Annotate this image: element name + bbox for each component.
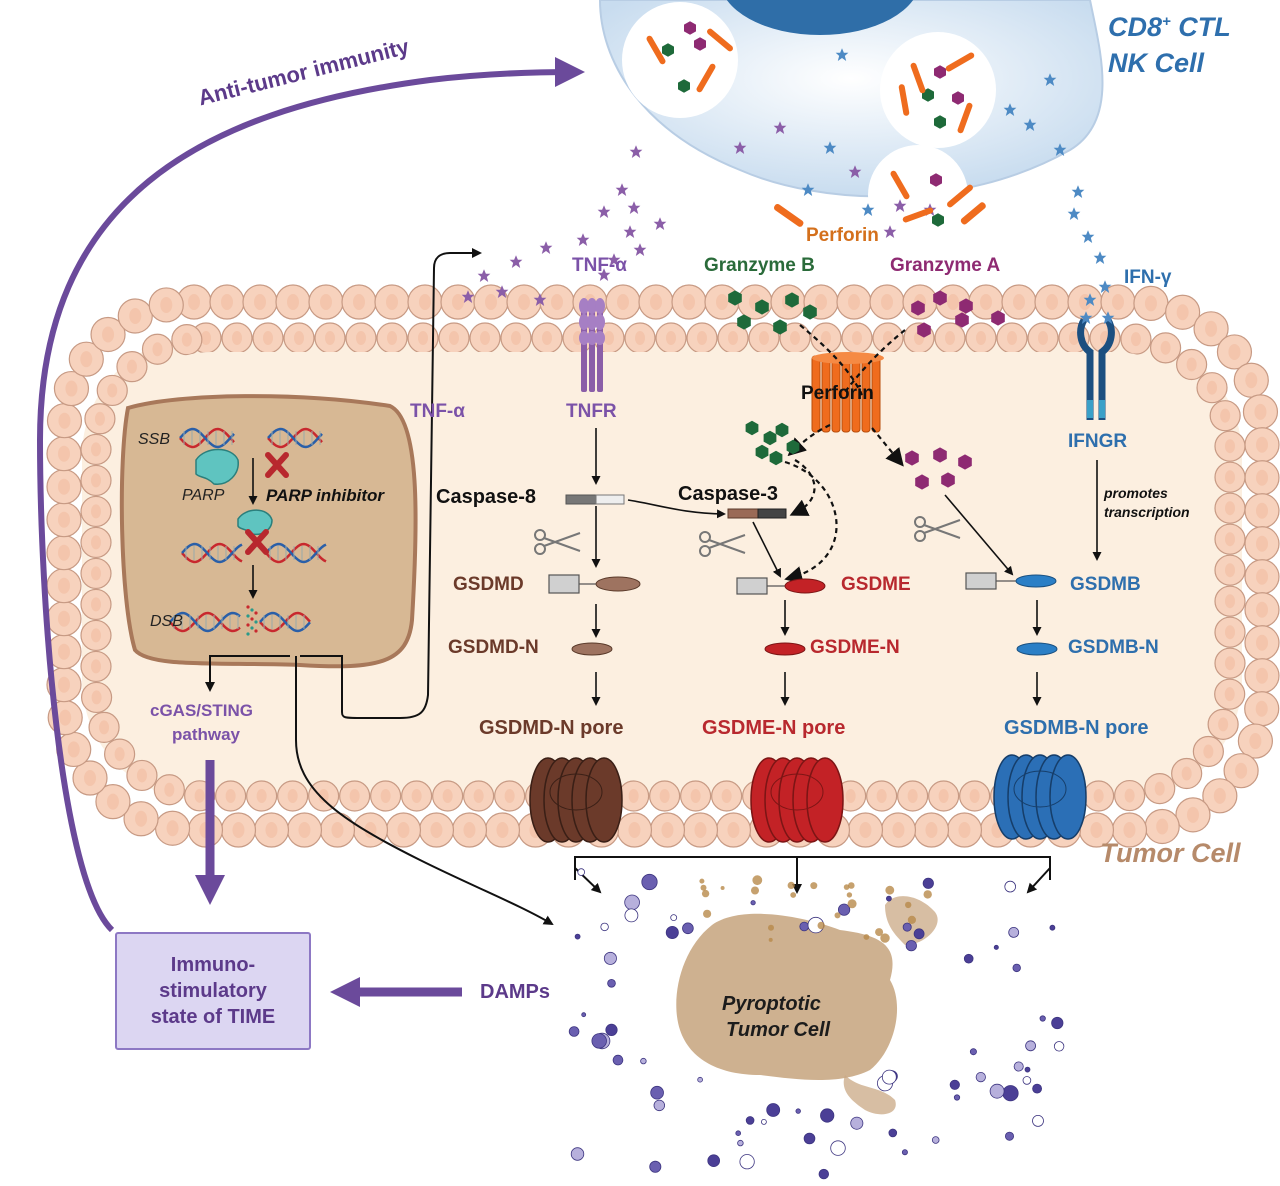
pyroptotic-cell xyxy=(676,913,898,1080)
damps-label: DAMPs xyxy=(480,981,551,1003)
granzyme-a-label: Granzyme A xyxy=(890,255,1001,276)
gsdmd-n-pore xyxy=(529,757,623,843)
gsdmb-n-pore xyxy=(993,754,1087,840)
immune-cell-label-line2: NK Cell xyxy=(1108,48,1205,78)
gsdmd-n-pore-label: GSDMD-N pore xyxy=(479,717,624,739)
arrow-nucleus-to-damps xyxy=(295,656,554,926)
tnf-alpha-top-label: TNF-α xyxy=(572,255,627,276)
arrow-granzymea-to-gsdmb xyxy=(944,494,1014,576)
perforin-rods xyxy=(773,202,986,227)
gsdme-n-pore-label: GSDME-N pore xyxy=(702,717,846,739)
gsdmd-n-label: GSDMD-N xyxy=(448,637,539,658)
dsb-label: DSB xyxy=(150,613,183,630)
immune-cell-label: CD8+ CTL xyxy=(1108,12,1231,42)
pyroptotic-bleb xyxy=(843,1075,896,1115)
immunostimulatory-label: Immuno- stimulatory state of TIME xyxy=(150,954,276,1028)
granzyme-b-label: Granzyme B xyxy=(704,255,815,276)
immune-cell xyxy=(598,0,1104,245)
ifn-gamma-label: IFN-γ xyxy=(1124,267,1172,288)
parp-label: PARP xyxy=(182,487,225,504)
caspase3-protein xyxy=(727,508,787,519)
tnfr-receptor xyxy=(579,298,605,392)
perforin-channel-label: Perforin xyxy=(801,383,874,404)
gsdme-protein xyxy=(736,577,826,595)
cgas-label-line1: cGAS/STING xyxy=(150,701,253,720)
gsdmb-n-label: GSDMB-N xyxy=(1068,637,1159,658)
gsdmd-protein xyxy=(548,574,641,594)
pyroptotic-label-line2: Tumor Cell xyxy=(726,1019,831,1041)
dashed-to-granzymea-inside xyxy=(871,427,904,467)
dna-strands xyxy=(169,427,327,636)
arrow-caspase8-to-caspase3 xyxy=(627,499,726,519)
caspase8-label: Caspase-8 xyxy=(436,486,537,508)
tnf-alpha-secreted-label: TNF-α xyxy=(410,401,465,422)
gsdmb-n-pore-label: GSDMB-N pore xyxy=(1004,717,1149,739)
cytokine-particles xyxy=(461,21,1115,490)
immune-cell-nucleus xyxy=(726,0,914,35)
perforin-top-label: Perforin xyxy=(806,225,879,246)
tnfr-label: TNFR xyxy=(566,401,617,422)
arrow-nucleus-to-tnf xyxy=(300,248,482,719)
pyroptotic-label-line1: Pyroptotic xyxy=(722,993,821,1015)
inhibition-x-mark xyxy=(265,452,289,478)
scissors-icon xyxy=(534,516,961,557)
tumor-cell-label: Tumor Cell xyxy=(1100,838,1241,868)
arrow-caspase3-to-gsdme xyxy=(752,521,781,578)
dashed-granzymeb-entry xyxy=(799,324,863,396)
gsdmb-label: GSDMB xyxy=(1070,574,1141,595)
dashed-to-granzymeb-inside xyxy=(787,424,831,457)
cgas-label-line2: pathway xyxy=(172,725,241,744)
gsdmd-n-fragment xyxy=(571,642,613,656)
granule xyxy=(622,2,738,118)
dashed-granzymeb-to-gsdme xyxy=(784,460,838,584)
ifngr-label: IFNGR xyxy=(1068,431,1128,452)
immunostimulatory-box: Immuno- stimulatory state of TIME xyxy=(115,932,311,1050)
promotes-label-line2: transcription xyxy=(1104,504,1190,520)
blocked-x-mark xyxy=(245,529,269,555)
ssb-label: SSB xyxy=(138,431,171,448)
parp-enzyme xyxy=(195,448,239,485)
gsdmd-label: GSDMD xyxy=(453,574,524,595)
parp-inhibitor-label: PARP inhibitor xyxy=(266,486,385,505)
gsdme-n-fragment xyxy=(764,642,806,656)
gsdmb-n-fragment xyxy=(1016,642,1058,656)
gsdme-n-label: GSDME-N xyxy=(810,637,900,658)
granule xyxy=(868,145,968,245)
damps-particles xyxy=(568,868,1065,1180)
promotes-label-line1: promotes xyxy=(1104,485,1168,501)
arrow-anti-tumor-immunity xyxy=(36,57,585,933)
gsdme-label: GSDME xyxy=(841,574,911,595)
caspase3-label: Caspase-3 xyxy=(678,483,779,505)
gsdme-n-pore xyxy=(750,757,844,843)
gsdmb-protein xyxy=(965,572,1057,590)
dashed-granzymea-entry xyxy=(844,329,906,393)
granule xyxy=(880,32,996,148)
caspase8-protein xyxy=(565,494,625,505)
